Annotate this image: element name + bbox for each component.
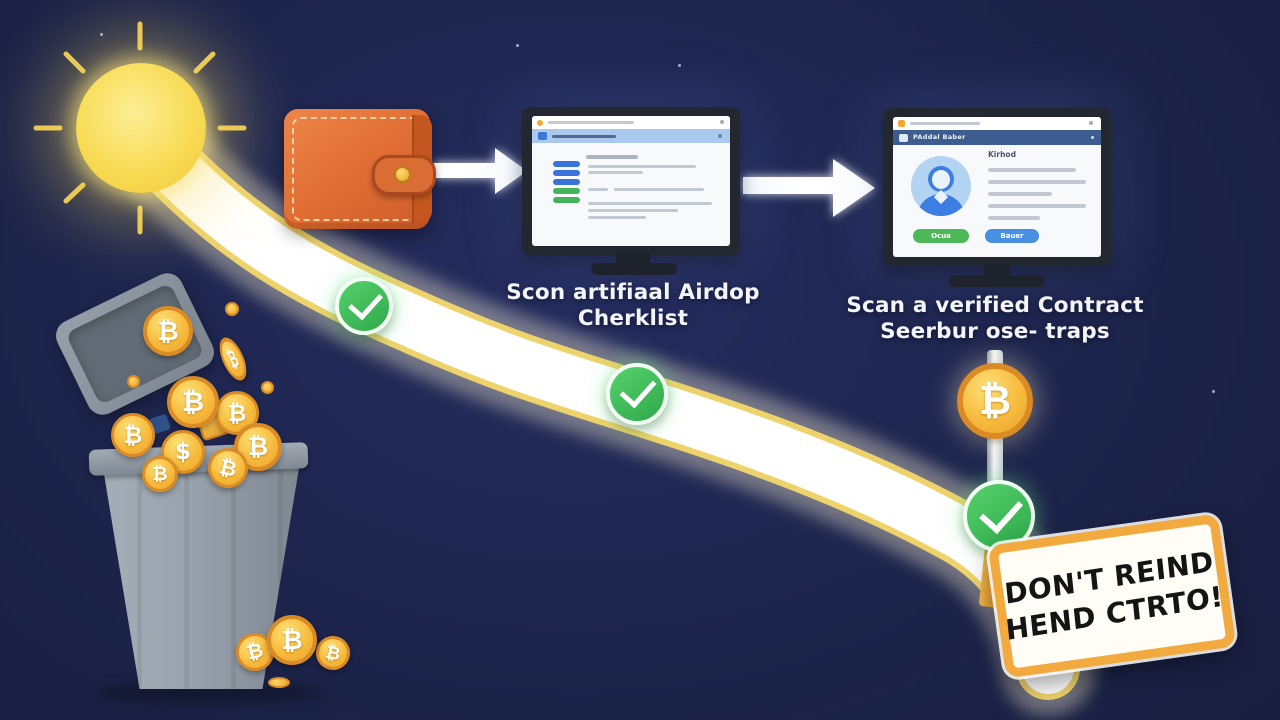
- app-icon: [538, 132, 547, 140]
- contract-caption-line2: Seerbur ose- traps: [880, 319, 1110, 344]
- bitcoin-coin-icon: ₿: [957, 363, 1033, 439]
- checklist-item-badge: [553, 188, 580, 194]
- approve-button: Ocua: [913, 229, 969, 243]
- text-line: [988, 192, 1052, 196]
- text-line: [988, 204, 1086, 208]
- shield-icon: [898, 120, 905, 127]
- text-line: [588, 216, 646, 219]
- wallet-clasp: [372, 155, 436, 195]
- avatar-face: [932, 170, 950, 189]
- contract-caption-line1: Scan a verified Contract: [846, 293, 1144, 318]
- text-line: [588, 209, 678, 212]
- gold-dot: [225, 302, 239, 316]
- monitor-stand: [616, 253, 650, 265]
- bitcoin-coin-icon: ₿: [111, 413, 155, 457]
- text-line: [988, 180, 1086, 184]
- wallet-button: [394, 166, 411, 183]
- arrow-right-icon: [743, 159, 875, 217]
- sun: [76, 63, 206, 193]
- avatar-icon: [911, 156, 971, 216]
- bitcoin-coin-icon: ₿: [142, 456, 178, 492]
- menu-icon: [720, 120, 724, 124]
- chevron-down-icon: [718, 134, 722, 138]
- checklist-screen: [532, 116, 730, 246]
- checklist-caption-line1: Scon artifiaal Airdop: [506, 280, 760, 305]
- star: [100, 33, 103, 36]
- checklist-item-badge: [553, 170, 580, 176]
- checklist-monitor: [522, 107, 740, 255]
- bitcoin-coin-icon: ₿: [167, 376, 219, 428]
- star: [516, 44, 519, 47]
- app-title-placeholder: [552, 134, 616, 138]
- monitor-stand: [984, 264, 1010, 275]
- app-icon: [899, 133, 908, 142]
- arrow-right-icon: [434, 148, 527, 194]
- contract-caption: Scan a verified Contract Seerbur ose- tr…: [835, 293, 1155, 345]
- checklist-item-badge: [553, 161, 580, 167]
- checkmark-icon: [606, 363, 668, 425]
- bitcoin-coin-icon: ₿: [143, 306, 193, 356]
- text-line: [588, 171, 643, 174]
- text-line: [588, 165, 696, 168]
- contract-monitor: PAddal Baber Kirhod Ocua Bauer: [883, 108, 1111, 266]
- golden-path: [100, 94, 1096, 716]
- contract-screen: PAddal Baber Kirhod Ocua Bauer: [893, 117, 1101, 257]
- chevron-down-icon: [1091, 136, 1094, 139]
- wallet-icon: [284, 109, 436, 229]
- gold-dot: [261, 381, 274, 394]
- gold-dot: [127, 375, 140, 388]
- app-header-bar: PAddal Baber: [893, 130, 1101, 145]
- profile-name: Kirhod: [988, 150, 1016, 159]
- checkmark-icon: [335, 277, 393, 335]
- browser-icon: [537, 119, 543, 126]
- checklist-caption-line2: Cherklist: [577, 306, 689, 331]
- bitcoin-coin-icon: ₿: [267, 615, 317, 665]
- text-line: [588, 188, 608, 191]
- text-line: [988, 168, 1076, 172]
- app-header-bar: [532, 129, 730, 143]
- app-title: PAddal Baber: [913, 133, 966, 141]
- checklist-item-badge: [553, 197, 580, 203]
- text-line: [614, 188, 704, 191]
- address-text-placeholder: [910, 122, 980, 125]
- bitcoin-coin-icon: ₿: [234, 423, 282, 471]
- text-line: [988, 216, 1040, 220]
- page-heading-placeholder: [586, 155, 638, 159]
- checklist-caption: Scon artifiaal Airdop Cherklist: [473, 280, 793, 332]
- address-text-placeholder: [548, 121, 634, 124]
- gold-dot: [268, 677, 290, 688]
- menu-icon: [1089, 121, 1093, 125]
- browser-topbar: [893, 117, 1101, 131]
- browser-topbar: [532, 116, 730, 130]
- text-line: [588, 202, 712, 205]
- star: [678, 64, 681, 67]
- reject-button: Bauer: [985, 229, 1039, 243]
- monitor-base: [591, 263, 677, 275]
- monitor-base: [949, 275, 1045, 287]
- checklist-item-badge: [553, 179, 580, 185]
- avatar-shoulders: [917, 194, 965, 216]
- star: [1212, 390, 1215, 393]
